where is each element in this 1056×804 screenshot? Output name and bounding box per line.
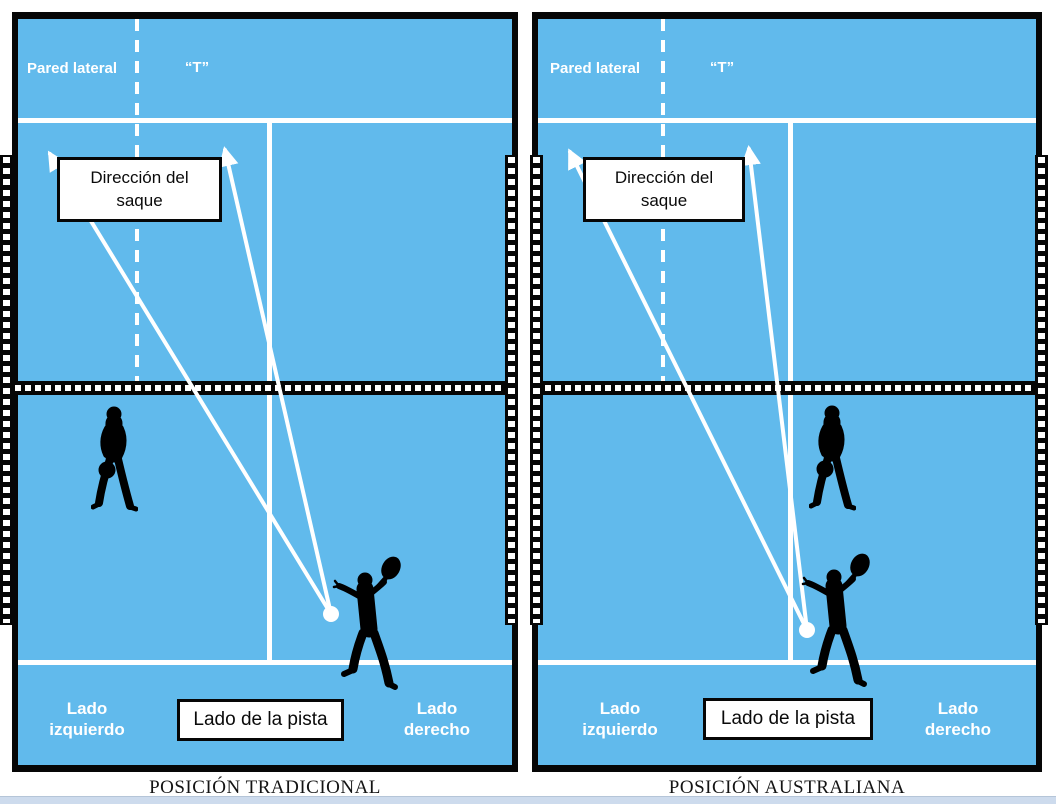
serving-player-silhouette [325, 553, 411, 693]
side-wall-strip-left-outer [0, 155, 13, 625]
right-side-label: Lado derecho [367, 699, 507, 740]
serve-arrow-to-wall [568, 148, 809, 632]
side-wall-strip-right-inner [530, 155, 543, 625]
serve-direction-line1: Dirección del [614, 167, 714, 187]
left-side-label-line1: Lado [599, 699, 641, 718]
partner-player-silhouette [809, 401, 856, 513]
net-mesh [15, 385, 515, 391]
side-wall-mesh [3, 157, 10, 623]
ball-dot [323, 606, 339, 622]
court-side-box-label: Lado de la pista [193, 709, 328, 730]
service-line [538, 118, 1036, 123]
court-side-box: Lado de la pista [177, 699, 344, 741]
side-wall-label: Pared lateral [27, 60, 118, 77]
t-label: “T” [184, 59, 210, 76]
page-bottom-strip [0, 796, 1056, 804]
right-side-label-line1: Lado [937, 699, 979, 718]
court-panel-australian: Pared lateral “T” Dirección del saque La… [532, 12, 1042, 772]
serve-arrow-to-wall [47, 150, 333, 616]
caption-traditional: POSICIÓN TRADICIONAL [149, 777, 381, 798]
t-label: “T” [709, 59, 735, 76]
service-line [18, 118, 512, 123]
serve-direction-box: Dirección del saque [583, 157, 745, 222]
baseline [538, 660, 1036, 665]
right-side-label-line1: Lado [416, 699, 458, 718]
court-panel-traditional: Pared lateral “T” Dirección del saque La… [12, 12, 518, 772]
side-wall-mesh [1038, 157, 1045, 623]
baseline [18, 660, 512, 665]
left-side-label: Lado izquierdo [550, 699, 690, 740]
left-side-label-line2: izquierdo [49, 719, 125, 739]
net-band [532, 381, 1042, 395]
net-mesh [535, 385, 1039, 391]
left-side-label-line2: izquierdo [582, 719, 658, 739]
serving-player-silhouette [794, 550, 880, 690]
caption-australian: POSICIÓN AUSTRALIANA [668, 777, 906, 798]
side-wall-mesh [508, 157, 515, 623]
partner-player-silhouette [91, 402, 138, 514]
left-side-label-line1: Lado [66, 699, 108, 718]
side-wall-strip-right-outer [1035, 155, 1048, 625]
right-side-label: Lado derecho [888, 699, 1028, 740]
serve-trajectories [568, 145, 815, 638]
court-side-box: Lado de la pista [703, 698, 873, 740]
side-wall-label: Pared lateral [550, 60, 641, 77]
net-band [12, 381, 518, 395]
right-side-label-line2: derecho [924, 719, 992, 739]
serve-direction-line2: saque [640, 190, 688, 210]
court-side-box-label: Lado de la pista [720, 708, 856, 729]
ball-dot [799, 622, 815, 638]
serve-arrow-to-t [740, 145, 809, 632]
side-wall-mesh [533, 157, 540, 623]
left-side-label: Lado izquierdo [17, 699, 157, 740]
serve-direction-box: Dirección del saque [57, 157, 222, 222]
right-side-label-line2: derecho [403, 719, 471, 739]
serve-arrow-to-t [218, 146, 333, 616]
serve-trajectories [47, 146, 339, 622]
serve-direction-line1: Dirección del [90, 167, 189, 187]
serve-direction-line2: saque [116, 190, 163, 210]
side-wall-strip-left-inner [505, 155, 518, 625]
